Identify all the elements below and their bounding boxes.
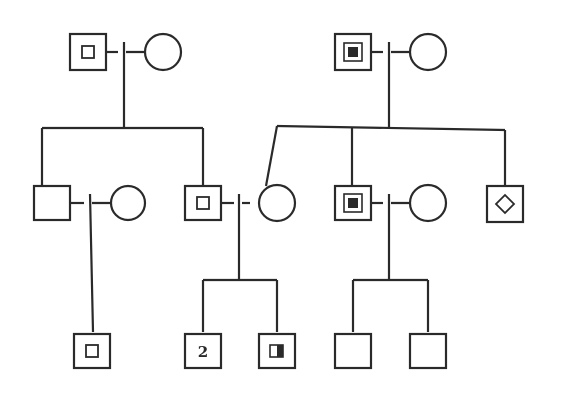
individual-II-6 — [408, 183, 448, 223]
inner-square-marker — [81, 45, 95, 59]
female-symbol — [143, 32, 183, 72]
individual-III-3 — [257, 332, 297, 370]
sibling-count-label: 2 — [198, 343, 208, 361]
individual-I-3 — [333, 32, 373, 72]
individual-III-5 — [408, 332, 448, 370]
filled-core-marker — [348, 198, 358, 208]
inner-square-marker — [343, 193, 363, 213]
individual-I-1 — [68, 32, 108, 72]
individual-I-2 — [143, 32, 183, 72]
female-symbol — [408, 32, 448, 72]
female-symbol — [109, 184, 147, 222]
female-symbol — [408, 183, 448, 223]
male-symbol — [408, 332, 448, 370]
half-filled-marker — [277, 345, 283, 357]
inner-square-marker — [85, 344, 99, 358]
inner-square-marker — [196, 196, 210, 210]
individual-II-1 — [32, 184, 72, 222]
male-symbol — [32, 184, 72, 222]
individual-II-4 — [257, 183, 297, 223]
male-symbol — [333, 332, 373, 370]
individual-II-2 — [109, 184, 147, 222]
individual-II-7 — [485, 184, 525, 224]
connecting-lines — [40, 42, 507, 333]
individual-III-2: 2 — [183, 332, 223, 370]
individual-I-4 — [408, 32, 448, 72]
female-symbol — [257, 183, 297, 223]
individual-II-5 — [333, 184, 373, 222]
individual-III-4 — [333, 332, 373, 370]
filled-core-marker — [348, 47, 358, 57]
male-symbol — [183, 332, 223, 370]
individual-III-1 — [72, 332, 112, 370]
inner-square-marker — [343, 42, 363, 62]
individual-II-3 — [183, 184, 223, 222]
inner-diamond-marker — [494, 193, 516, 215]
